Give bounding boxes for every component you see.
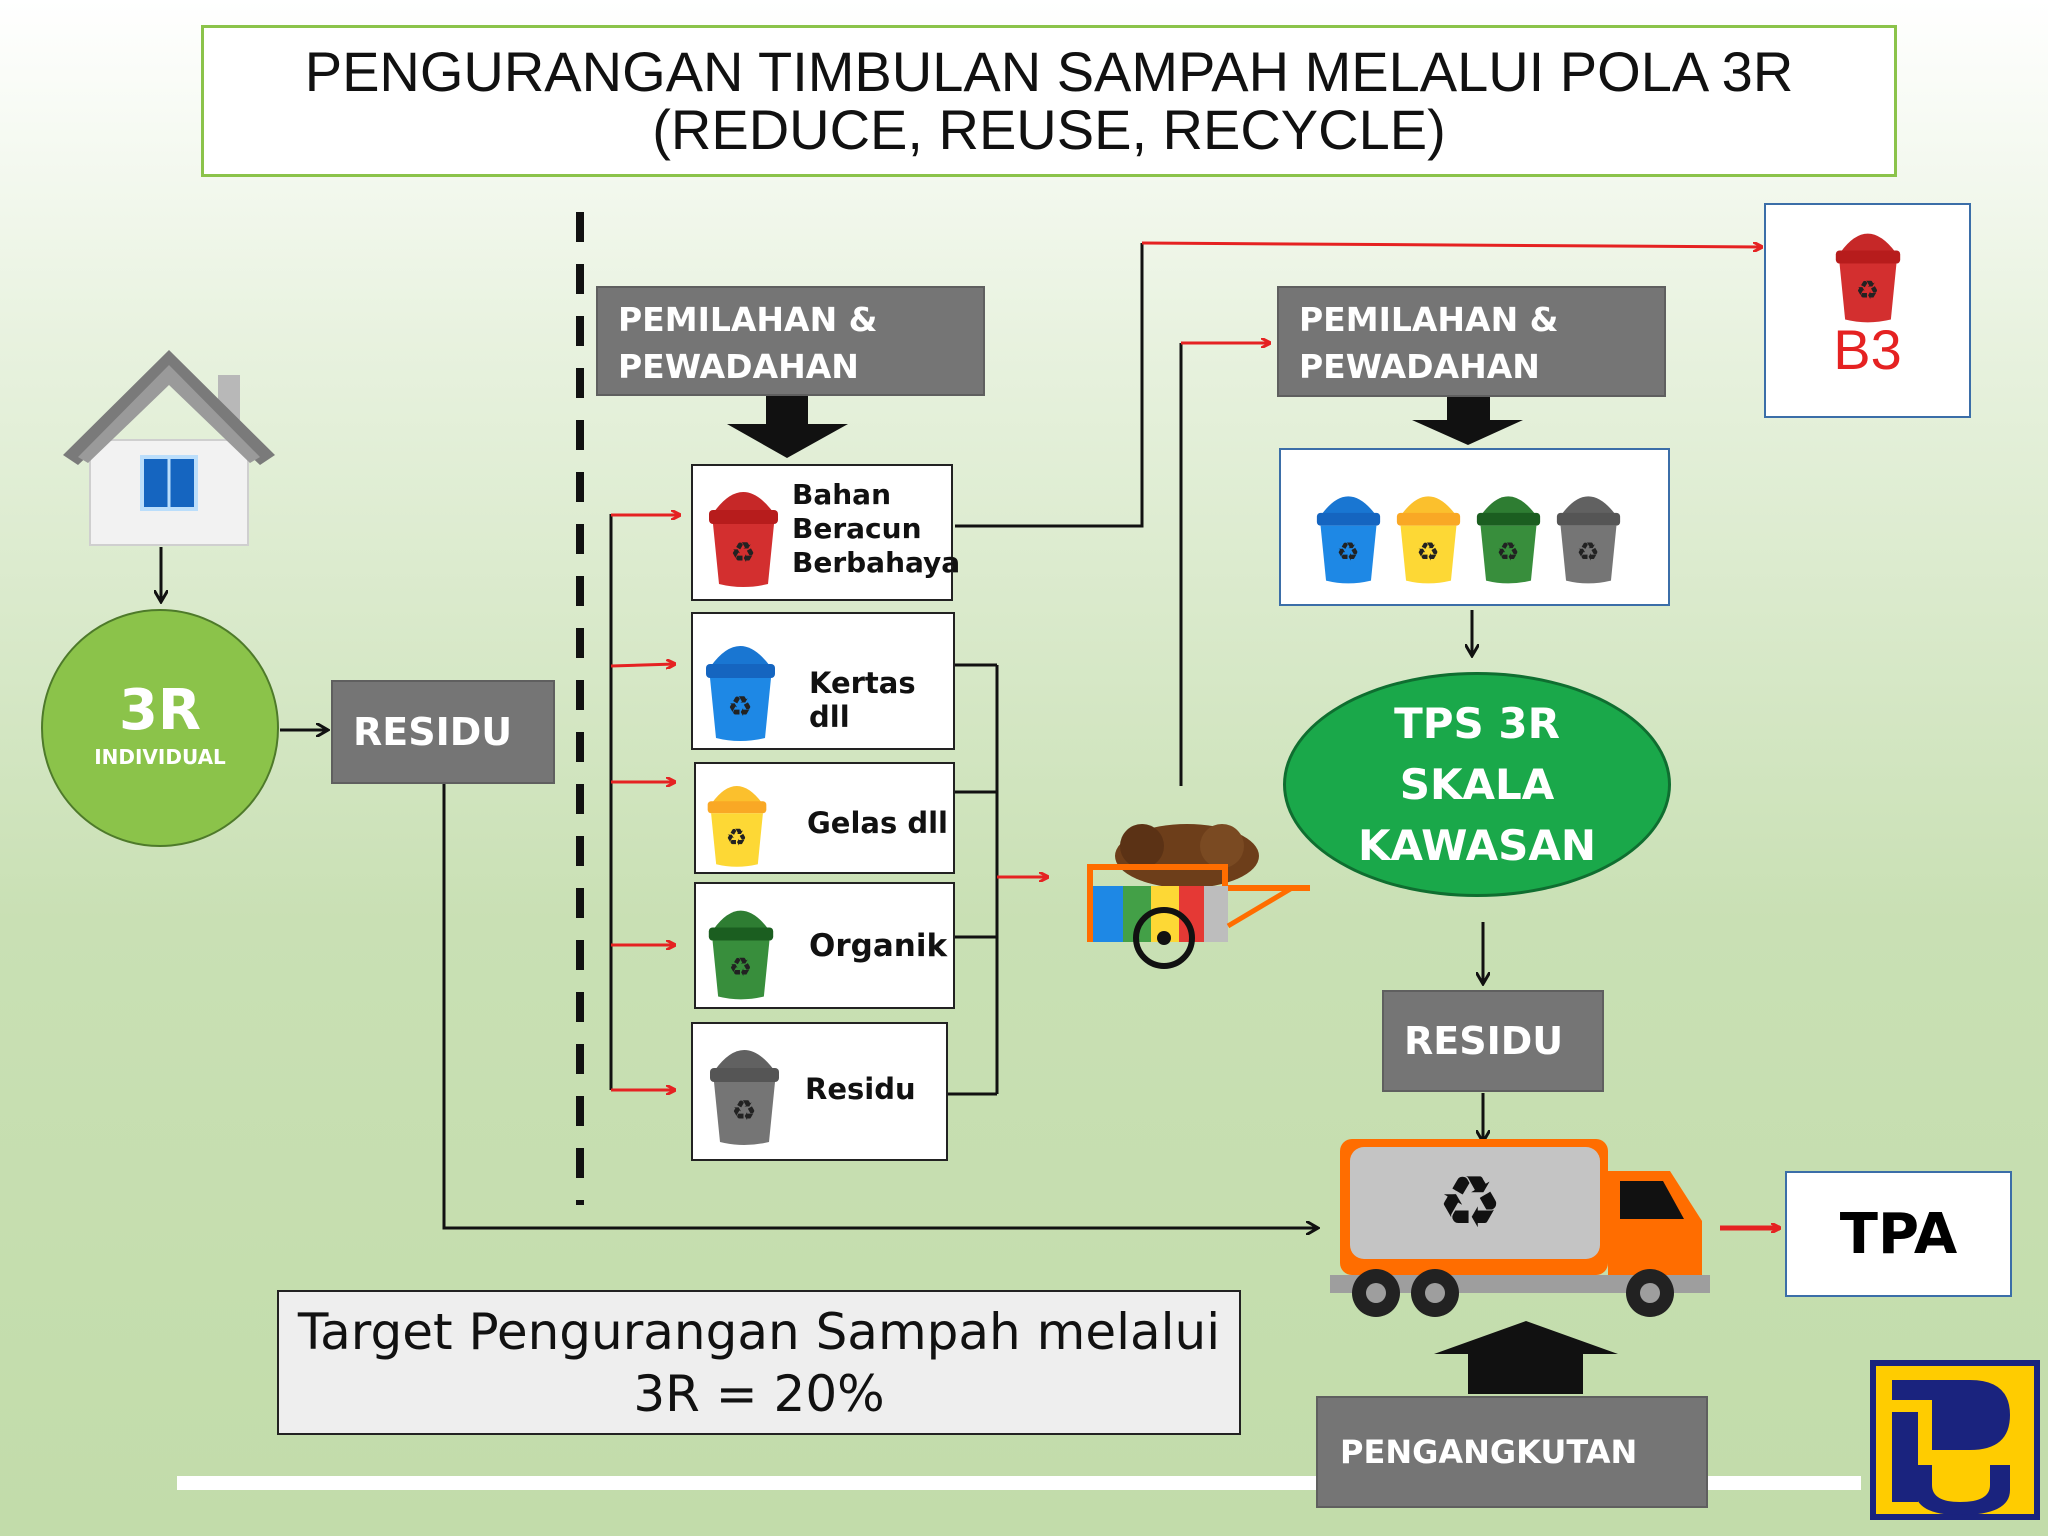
red-arrow-to-b3 xyxy=(1141,241,1762,247)
svg-text:♻: ♻ xyxy=(1337,538,1360,568)
target-box: Target Pengurangan Sampah melalui 3R = 2… xyxy=(277,1290,1241,1435)
residu-box-left: RESIDU xyxy=(331,680,555,784)
blue-bin-icon: ♻ xyxy=(706,646,775,741)
house-icon xyxy=(63,350,275,546)
green-bin-icon: ♻ xyxy=(1476,496,1541,584)
svg-text:♻: ♻ xyxy=(1417,538,1440,568)
target-line2: 3R = 20% xyxy=(633,1364,885,1423)
line-b3-to-box xyxy=(955,243,1144,528)
tpa-box: TPA xyxy=(1785,1171,2012,1297)
individual-label: INDIVIDUAL xyxy=(94,745,226,769)
bin-box-residu: ♻ Residu xyxy=(691,1022,948,1161)
bin-label-b3-line1: Bahan xyxy=(792,478,891,511)
sorting-header-left-line2: PEWADAHAN xyxy=(618,347,859,386)
bin-label-kertas: Kertas dll xyxy=(809,666,916,734)
title-line-2: (REDUCE, REUSE, RECYCLE) xyxy=(652,98,1446,161)
gray-bin-icon: ♻ xyxy=(1556,496,1621,584)
tps-line3: KAWASAN xyxy=(1357,821,1596,870)
residu-box-right: RESIDU xyxy=(1382,990,1604,1092)
bin-label-organik: Organik xyxy=(809,928,948,964)
transport-box: PENGANGKUTAN xyxy=(1316,1396,1708,1508)
target-line1: Target Pengurangan Sampah melalui xyxy=(297,1302,1221,1361)
big-arrow-left-header xyxy=(727,396,848,458)
svg-text:♻: ♻ xyxy=(1497,538,1520,568)
bin-label-b3-line3: Berbahaya xyxy=(792,546,961,579)
tps-line2: SKALA xyxy=(1399,760,1555,809)
sorting-header-right-line1: PEMILAHAN & xyxy=(1299,300,1559,339)
bin-label-b3-line2: Beracun xyxy=(792,512,922,545)
svg-text:♻: ♻ xyxy=(1577,538,1600,568)
b3-box: ♻ B3 xyxy=(1764,203,1971,418)
tps-line1: TPS 3R xyxy=(1394,699,1560,748)
tpa-label: TPA xyxy=(1839,1201,1958,1267)
green-bin-icon: ♻ xyxy=(708,910,774,1000)
bin-box-organik: ♻ Organik xyxy=(694,882,955,1009)
svg-text:♻: ♻ xyxy=(726,824,747,852)
sorting-header-left: PEMILAHAN & PEWADAHAN xyxy=(596,286,985,396)
transport-label: PENGANGKUTAN xyxy=(1340,1433,1638,1471)
blue-bin-icon: ♻ xyxy=(1316,496,1381,584)
svg-text:♻: ♻ xyxy=(1856,276,1879,306)
title-line-1: PENGURANGAN TIMBULAN SAMPAH MELALUI POLA… xyxy=(304,40,1794,103)
b3-label: B3 xyxy=(1833,318,1902,381)
svg-text:♻: ♻ xyxy=(730,536,755,569)
line-residu-to-truck xyxy=(442,782,1318,1228)
svg-text:♻: ♻ xyxy=(727,690,752,723)
bin-label-residu: Residu xyxy=(805,1072,916,1106)
yellow-bin-icon: ♻ xyxy=(707,786,767,867)
bin-label-gelas: Gelas dll xyxy=(807,806,948,840)
red-arrow-bin-2 xyxy=(610,664,675,666)
residu-label-left: RESIDU xyxy=(353,710,513,754)
big-arrow-right-header xyxy=(1412,397,1523,445)
svg-text:♻: ♻ xyxy=(731,1094,756,1127)
waste-cart-icon xyxy=(1087,824,1310,969)
pu-logo xyxy=(1870,1360,2040,1520)
title-box: PENGURANGAN TIMBULAN SAMPAH MELALUI POLA… xyxy=(201,25,1897,177)
sorting-header-left-line1: PEMILAHAN & xyxy=(618,300,878,339)
yellow-bin-icon: ♻ xyxy=(1396,496,1461,584)
bin-label-b3: Bahan Beracun Berbahaya xyxy=(792,478,960,580)
bin-box-b3: ♻ Bahan Beracun Berbahaya xyxy=(691,464,960,601)
bin-box-kertas: ♻ Kertas dll xyxy=(691,612,955,750)
svg-text:♻: ♻ xyxy=(729,953,752,983)
3r-label: 3R xyxy=(118,678,202,743)
3r-individual-circle: 3R INDIVIDUAL xyxy=(41,609,279,847)
bin-group-box: ♻ ♻ ♻ ♻ xyxy=(1279,448,1670,606)
svg-text:♻: ♻ xyxy=(1438,1160,1503,1244)
big-arrow-up-transport xyxy=(1434,1321,1618,1394)
residu-label-right: RESIDU xyxy=(1404,1019,1564,1063)
red-bin-icon: ♻ xyxy=(709,492,778,587)
garbage-truck-icon: ♻ xyxy=(1330,1139,1710,1317)
red-bin-icon: ♻ xyxy=(1835,233,1901,323)
gray-bin-icon: ♻ xyxy=(710,1050,779,1145)
sorting-header-right: PEMILAHAN & PEWADAHAN xyxy=(1277,286,1666,397)
tps-3r-ellipse: TPS 3R SKALA KAWASAN xyxy=(1283,672,1671,897)
bin-box-gelas: ♻ Gelas dll xyxy=(694,762,955,874)
sorting-header-right-line2: PEWADAHAN xyxy=(1299,347,1540,386)
